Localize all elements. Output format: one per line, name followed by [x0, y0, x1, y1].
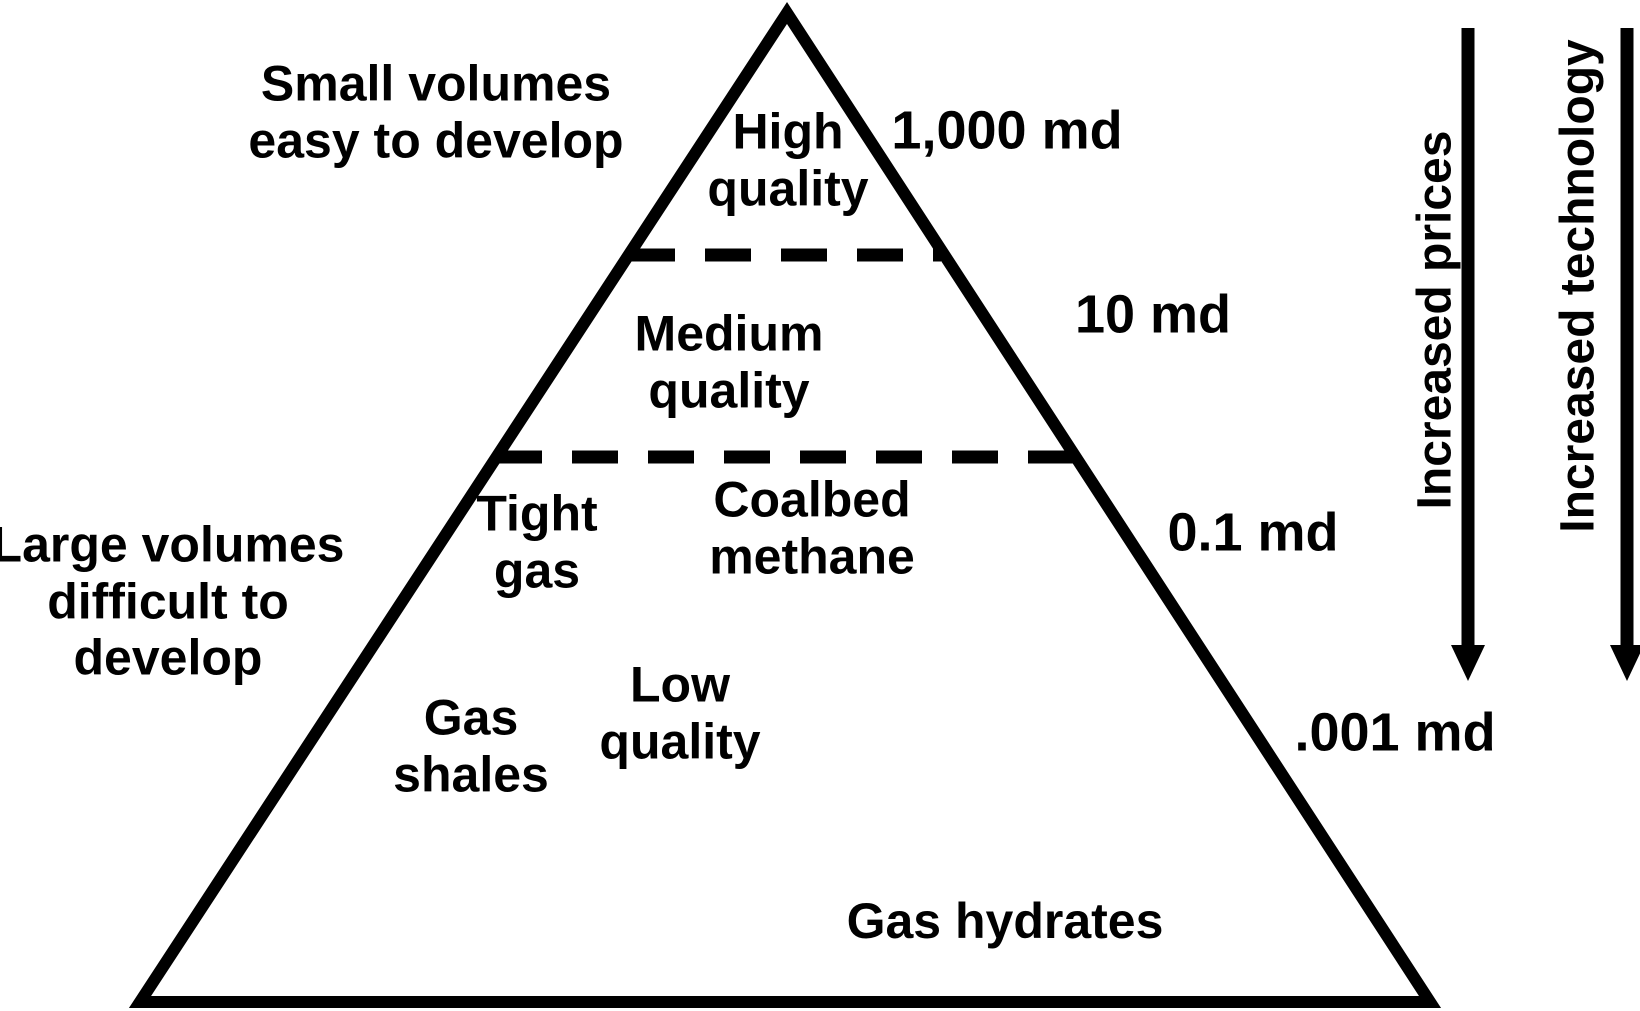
label-high-quality: High quality: [707, 104, 868, 217]
permeability-label-1000md: 1,000 md: [891, 100, 1123, 161]
label-gas-hydrates: Gas hydrates: [847, 893, 1164, 950]
label-medium-quality: Medium quality: [635, 306, 824, 419]
label-gas-shales-line1: Gas: [423, 689, 519, 746]
label-coalbed-methane-line2: methane: [709, 528, 915, 584]
technology-arrowhead-icon: [1610, 645, 1640, 681]
label-high-quality-line2: quality: [707, 160, 869, 216]
increased-technology-label: Increased technology: [1551, 39, 1605, 533]
triangle-outline: [128, 2, 1442, 1008]
label-tight-gas-line2: gas: [493, 542, 581, 598]
label-high-quality-line1: High: [732, 103, 844, 160]
note-small-volumes-line1: Small volumes: [260, 55, 612, 112]
label-gas-shales-line2: shales: [393, 746, 549, 802]
note-large-volumes-line2: difficult to: [47, 572, 289, 629]
note-large-volumes-line3: develop: [73, 629, 263, 686]
permeability-label-10md: 10 md: [1074, 284, 1232, 345]
label-medium-quality-line1: Medium: [634, 305, 824, 362]
label-coalbed-methane: Coalbed methane: [709, 472, 915, 585]
label-low-quality: Low quality: [599, 657, 760, 770]
prices-arrowhead-icon: [1451, 645, 1485, 681]
note-large-volumes: Large volumes difficult to develop: [0, 516, 344, 686]
label-gas-shales: Gas shales: [393, 690, 549, 803]
label-tight-gas: Tight gas: [476, 486, 597, 599]
label-coalbed-methane-line1: Coalbed: [713, 471, 911, 528]
label-low-quality-line2: quality: [599, 713, 761, 769]
note-large-volumes-line1: Large volumes: [0, 516, 345, 573]
increased-prices-label: Increased prices: [1408, 130, 1462, 510]
permeability-label-.001md: .001 md: [1294, 702, 1496, 763]
label-tight-gas-line1: Tight: [476, 485, 598, 542]
increased-prices-arrow: [1451, 28, 1485, 681]
note-small-volumes: Small volumes easy to develop: [248, 56, 623, 169]
label-gas-hydrates-line1: Gas hydrates: [846, 892, 1164, 949]
label-medium-quality-line2: quality: [648, 362, 810, 418]
label-low-quality-line1: Low: [630, 656, 730, 713]
permeability-label-0.1md: 0.1 md: [1167, 502, 1339, 563]
increased-technology-arrow: [1610, 28, 1640, 681]
note-small-volumes-line2: easy to develop: [248, 112, 624, 168]
